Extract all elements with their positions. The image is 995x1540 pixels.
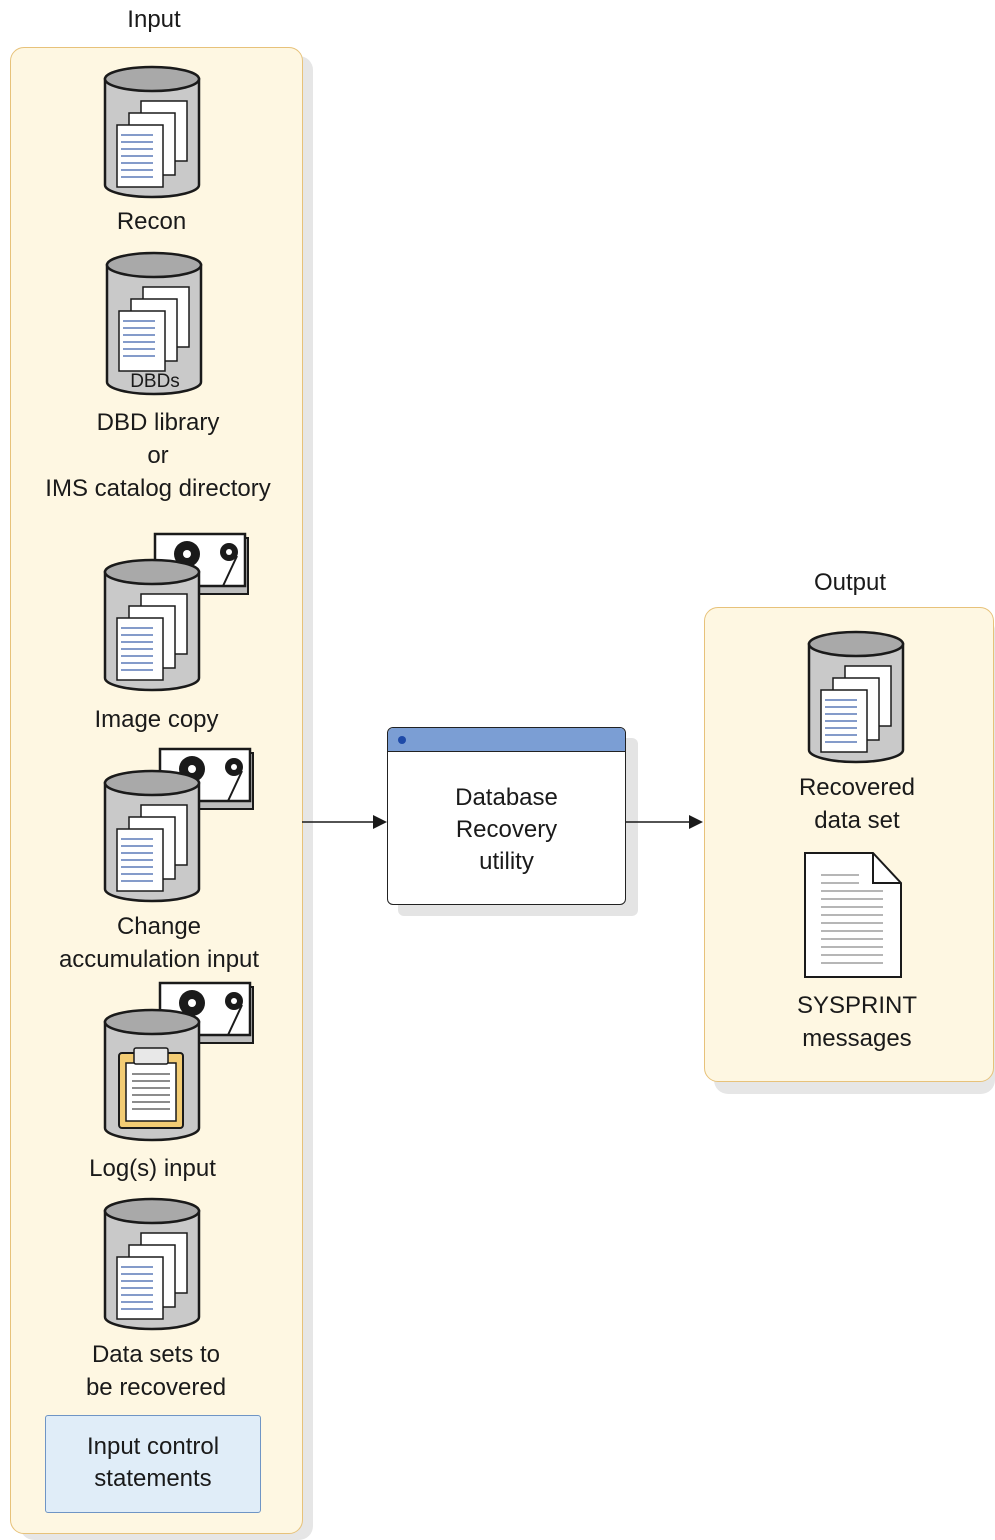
input-control-statements: Input control statements [45,1415,261,1513]
image-copy-label: Image copy [94,706,219,733]
document-icon [804,852,902,978]
recovered-label: Recovered data set [798,774,916,834]
arrowhead-icon [373,815,387,829]
dbd-tag: DBDs [130,371,180,392]
datasets-disk-icon [103,1197,201,1331]
logs-label: Log(s) input [89,1155,216,1182]
arrowhead-icon [689,815,703,829]
recon-label: Recon [116,208,187,235]
recon-disk-icon [103,65,201,199]
process-label: Database Recovery utility [455,784,558,875]
output-title: Output [813,569,887,596]
dbd-library-label: DBD library or IMS catalog directory [45,409,271,502]
sysprint-label: SYSPRINT messages [796,992,918,1052]
image-copy-disk-icon [103,558,201,692]
recovered-disk-icon [807,630,905,764]
logs-disk-icon [103,1008,201,1142]
tape-icon [158,747,254,810]
database-recovery-utility-window: Database Recovery utility [387,727,626,905]
change-accumulation-disk-icon [103,769,201,903]
datasets-label: Data sets to be recovered [85,1341,227,1401]
input-title: Input [127,6,181,33]
clipboard-icon [118,1047,184,1129]
change-accumulation-label: Change accumulation input [58,913,260,973]
window-dot-icon [398,736,406,744]
window-title-bar [388,728,625,752]
dbd-library-disk-icon [105,251,203,396]
